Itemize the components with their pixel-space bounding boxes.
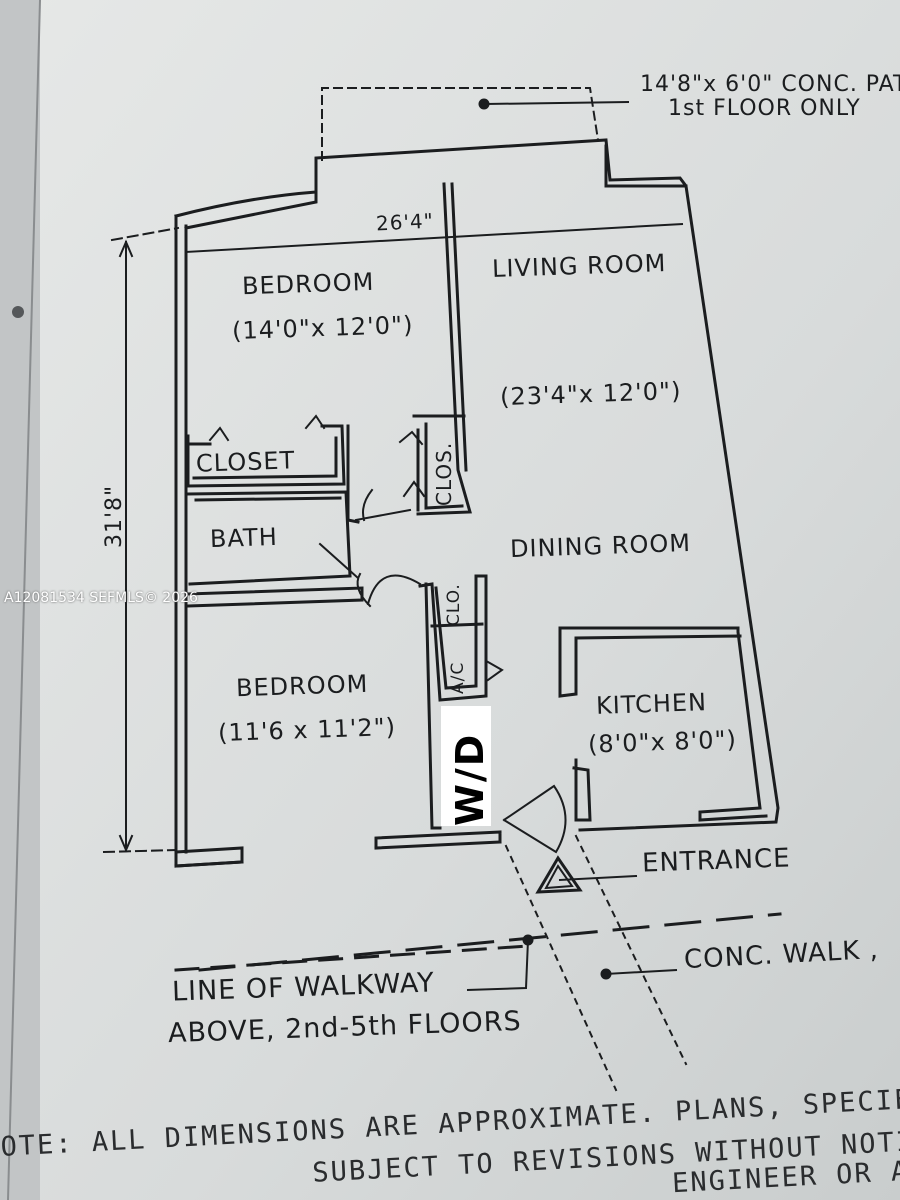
- entrance-triangle-inner: [544, 864, 574, 890]
- kitchen-name: KITCHEN: [595, 688, 708, 720]
- wd-highlight: [441, 706, 491, 826]
- depth-ext-bottom: [102, 848, 178, 854]
- walk-leader-dot: [600, 968, 612, 980]
- clos-walls: [412, 414, 466, 512]
- walkway-leader: [466, 938, 530, 992]
- patio-leader-dot: [478, 98, 490, 110]
- walk-leader: [604, 968, 678, 976]
- entrance-triangle: [535, 855, 583, 894]
- listing-watermark: A12081534 SEFMLS© 2026: [4, 590, 198, 606]
- door-swing-entrance: [502, 784, 567, 854]
- bottom-wall: [174, 830, 502, 868]
- bath-label: BATH: [209, 522, 279, 554]
- partition-bedroom-living: [416, 182, 472, 516]
- walls: [102, 87, 782, 1092]
- walkway-dashed-line-b: [174, 944, 530, 972]
- bedroom1-name: BEDROOM: [241, 267, 375, 301]
- depth-dimension: 31'8": [102, 484, 127, 548]
- ac-label: A/C: [448, 661, 468, 694]
- door-swing-bedroom2: [366, 574, 422, 606]
- bedroom2-name: BEDROOM: [235, 669, 369, 703]
- wd-label: W/D: [448, 732, 492, 826]
- width-dimension-line: [184, 222, 684, 254]
- clo-label: CLO.: [444, 583, 464, 626]
- kitchen-size: (8'0"x 8'0"): [587, 725, 738, 759]
- closet-walls: [186, 424, 360, 524]
- patio-label-line1: 14'8"x 6'0" CONC. PAT: [640, 72, 900, 97]
- outer-wall-inner: [184, 144, 688, 854]
- patio-leader: [484, 100, 630, 106]
- width-dimension: 26'4": [375, 208, 435, 236]
- kitchen-walls: [558, 626, 768, 822]
- depth-ext-top: [110, 226, 180, 242]
- patio-outline: [321, 87, 600, 161]
- walkway-leader-dot: [522, 934, 534, 946]
- depth-arrows: [118, 239, 134, 853]
- closet-label: CLOSET: [195, 446, 296, 478]
- door-swing-bedroom: [354, 488, 412, 522]
- binder-hole: [12, 306, 24, 318]
- closet-door-marks: [208, 414, 504, 682]
- partition-bedroom-living-b: [450, 182, 468, 472]
- paper-left-margin: [0, 0, 40, 1200]
- patio-label-line2: 1st FLOOR ONLY: [668, 96, 861, 121]
- clos-label: CLOS.: [432, 441, 456, 506]
- entrance-label: ENTRANCE: [641, 843, 792, 879]
- entrance-path-left: [504, 844, 618, 1092]
- binder-edge: [7, 0, 41, 1200]
- entrance-leader: [558, 874, 638, 882]
- bath-walls: [186, 490, 364, 608]
- walkway-dashed-line: [198, 912, 782, 972]
- utility-walls: [418, 574, 488, 830]
